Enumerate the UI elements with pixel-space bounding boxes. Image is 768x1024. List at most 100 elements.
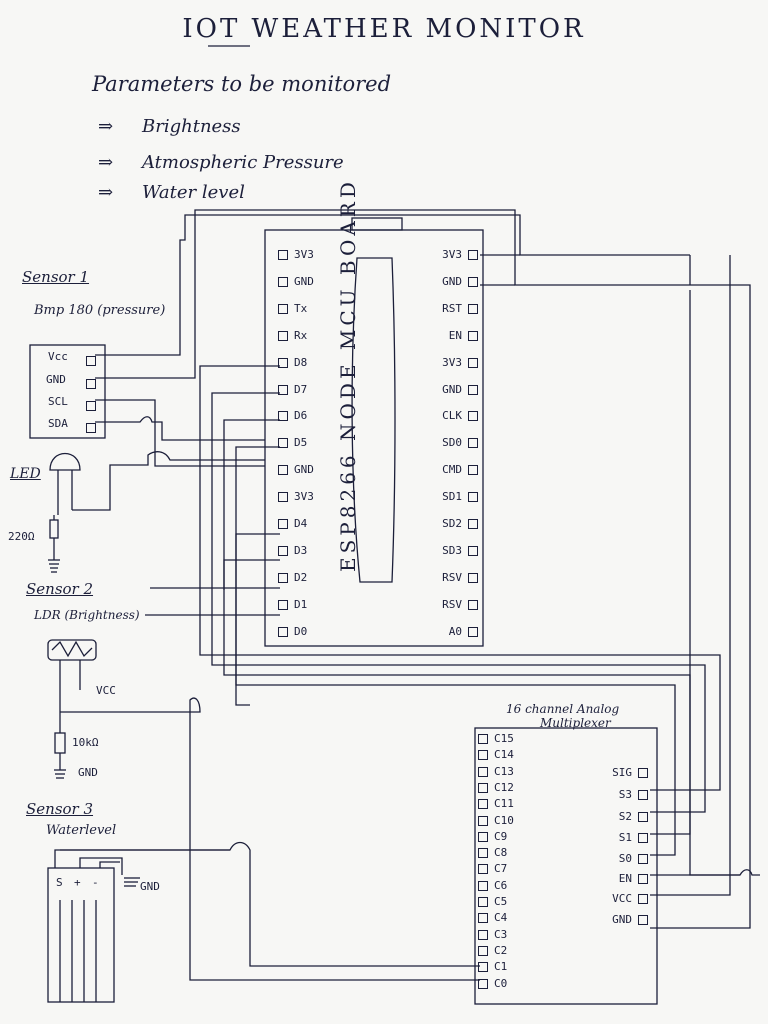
pin-square-icon xyxy=(86,378,96,389)
board-left-pin-7: D5 xyxy=(278,436,307,449)
pin-square-icon xyxy=(478,945,488,956)
board-left-pin-8-label: GND xyxy=(294,463,314,477)
bmp180-box xyxy=(29,344,106,439)
board-left-pin-9-label: 3V3 xyxy=(294,490,314,504)
board-right-pin-7-label: SD0 xyxy=(442,436,462,450)
pin-square-icon xyxy=(468,384,478,395)
pin-square-icon xyxy=(468,411,478,422)
sensor2-resistor-label: 10kΩ xyxy=(72,736,99,749)
pin-square-icon xyxy=(478,880,488,891)
mux-channel-c6: C6 xyxy=(478,879,507,892)
board-right-pin-4-label: 3V3 xyxy=(442,355,462,369)
board-right-pin-13: RSV xyxy=(442,598,478,611)
sensor3-pin-minus: - xyxy=(92,876,99,889)
board-right-pin-4: 3V3 xyxy=(442,356,478,369)
board-left-pin-14: D0 xyxy=(278,625,307,638)
board-left-pin-3-label: Rx xyxy=(294,328,308,342)
mux-channel-c9: C9 xyxy=(478,830,507,843)
mux-channel-c1-label: C1 xyxy=(494,960,508,974)
board-left-pin-4: D8 xyxy=(278,356,307,369)
board-right-pin-6: CLK xyxy=(442,409,478,422)
arrow-icon: ⇒ xyxy=(98,152,114,173)
board-left-pin-9: 3V3 xyxy=(278,490,314,503)
mux-channel-c2: C2 xyxy=(478,944,507,957)
mux-channel-c12-label: C12 xyxy=(494,780,514,794)
pin-square-icon xyxy=(278,330,288,341)
pin-square-icon xyxy=(478,848,488,859)
pin-square-icon xyxy=(478,734,488,744)
mux-channel-c14-label: C14 xyxy=(494,748,514,762)
pin-square-icon xyxy=(278,250,288,260)
board-left-pin-1-label: GND xyxy=(294,274,314,288)
pin-square-icon xyxy=(278,626,288,637)
sensor2-name: LDR (Brightness) xyxy=(34,608,140,622)
mux-channel-c3: C3 xyxy=(478,928,507,941)
board-right-pin-8: CMD xyxy=(442,463,478,476)
board-left-pin-6: D6 xyxy=(278,409,307,422)
pin-square-icon xyxy=(278,303,288,314)
pin-square-icon xyxy=(638,894,648,904)
pin-square-icon xyxy=(468,303,478,314)
pin-square-icon xyxy=(638,790,648,800)
pin-square-icon xyxy=(86,355,96,366)
sensor3-gnd-label: GND xyxy=(140,880,160,893)
mux-pin-s1-label: S1 xyxy=(618,831,632,844)
board-right-pin-5: GND xyxy=(442,383,478,396)
board-right-pin-11: SD3 xyxy=(442,544,478,557)
board-right-pin-0-label: 3V3 xyxy=(442,248,462,261)
board-right-pin-10-label: SD2 xyxy=(442,517,462,530)
mux-pin-s3: S3 xyxy=(619,788,648,801)
pin-square-icon xyxy=(278,357,288,368)
board-left-pin-10-label: D4 xyxy=(294,517,308,530)
mux-channel-c10: C10 xyxy=(478,814,514,827)
sensor1-heading: Sensor 1 xyxy=(22,268,90,286)
board-right-pin-11-label: SD3 xyxy=(442,543,462,557)
mux-pin-gnd-label: GND xyxy=(612,913,632,926)
board-left-pin-10: D4 xyxy=(278,517,307,530)
pin-square-icon xyxy=(478,864,488,875)
led-label: LED xyxy=(10,466,41,482)
board-right-pin-9: SD1 xyxy=(442,490,478,503)
board-label-outline xyxy=(351,257,396,583)
board-right-pin-14: A0 xyxy=(449,625,478,638)
pin-square-icon xyxy=(278,411,288,422)
led-resistor-label: 220Ω xyxy=(8,530,35,543)
board-left-pin-13-label: D1 xyxy=(294,597,308,611)
sensor3-heading: Sensor 3 xyxy=(26,800,94,818)
ldr-icon xyxy=(51,640,93,658)
pin-square-icon xyxy=(278,465,288,476)
board-right-pin-0: 3V3 xyxy=(442,248,478,261)
mux-channel-c13-label: C13 xyxy=(494,764,514,778)
pin-square-icon xyxy=(478,897,488,907)
mux-channel-c8-label: C8 xyxy=(494,846,508,860)
pin-square-icon xyxy=(468,492,478,503)
multiplexer-box xyxy=(474,727,658,1005)
pin-square-icon xyxy=(638,768,648,778)
board-left-pin-0-label: 3V3 xyxy=(294,248,314,261)
board-right-pin-6-label: CLK xyxy=(442,409,462,423)
mux-pin-en-label: EN xyxy=(618,872,632,885)
board-left-pin-7-label: D5 xyxy=(294,436,308,450)
board-left-pin-12-label: D2 xyxy=(294,570,308,584)
pin-square-icon xyxy=(468,572,478,583)
pin-square-icon xyxy=(638,833,648,843)
mux-channel-c2-label: C2 xyxy=(494,943,508,957)
pin-square-icon xyxy=(278,545,288,556)
mux-channel-c1: C1 xyxy=(478,960,507,973)
mux-channel-c14: C14 xyxy=(478,748,514,761)
pin-square-icon xyxy=(478,962,488,973)
mux-pin-s2-label: S2 xyxy=(618,810,632,823)
pin-square-icon xyxy=(478,929,488,940)
board-right-pin-12-label: RSV xyxy=(442,570,462,584)
parameter-item-brightness: ⇒Brightness xyxy=(98,116,241,137)
water-sensor-box xyxy=(47,867,115,1003)
pin-square-icon xyxy=(468,250,478,260)
board-right-pin-2: RST xyxy=(442,302,478,315)
sensor1-name: Bmp 180 (pressure) xyxy=(34,303,166,318)
mux-pin-s1: S1 xyxy=(619,831,648,844)
mux-channel-c9-label: C9 xyxy=(494,829,508,843)
mux-pin-vcc: VCC xyxy=(612,892,648,905)
sensor1-pin-gnd: GND xyxy=(46,373,66,386)
pin-square-icon xyxy=(468,545,478,556)
sensor1-pin-scl: SCL xyxy=(48,395,68,408)
